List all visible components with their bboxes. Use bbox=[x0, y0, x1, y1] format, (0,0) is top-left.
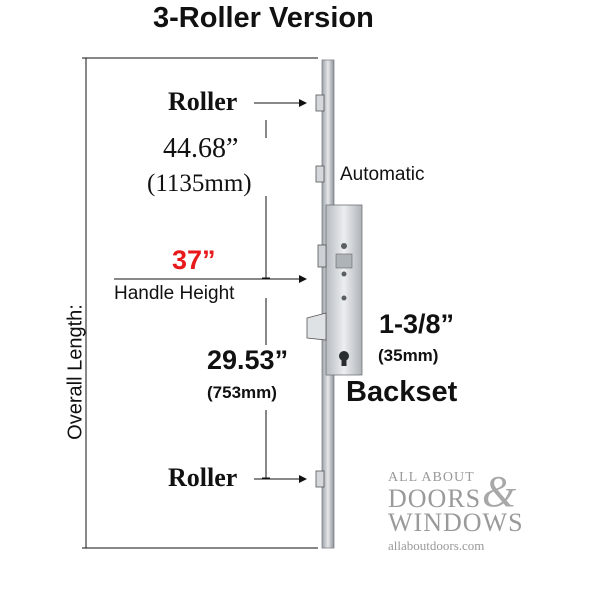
top-dimension-line bbox=[262, 120, 270, 279]
backset-label: Backset bbox=[346, 376, 458, 408]
handle-height-value: 37” bbox=[172, 245, 216, 275]
diagram-title: 3-Roller Version bbox=[153, 2, 374, 34]
gearbox-case bbox=[325, 204, 363, 376]
deadbolt-icon bbox=[306, 312, 327, 341]
backset-mm: (35mm) bbox=[378, 346, 439, 365]
roller-bottom-label: Roller bbox=[168, 463, 238, 492]
top-dimension-mm: (1135mm) bbox=[147, 170, 252, 197]
automatic-latch-icon bbox=[315, 165, 325, 183]
logo-line1: ALL ABOUT bbox=[388, 470, 475, 485]
logo-ampersand: & bbox=[482, 467, 517, 516]
all-about-doors-windows-logo: ALL ABOUT DOORS & WINDOWS allaboutdoors.… bbox=[388, 467, 528, 554]
bottom-dimension-inches: 29.53” bbox=[207, 345, 289, 375]
cylinder-hole-icon bbox=[339, 351, 349, 366]
top-roller-icon bbox=[315, 94, 325, 112]
automatic-label: Automatic bbox=[340, 164, 425, 185]
overall-length-dimension bbox=[82, 57, 318, 549]
backset-inches: 1-3/8” bbox=[379, 309, 455, 339]
lock-faceplate bbox=[306, 59, 363, 549]
roller-top-label: Roller bbox=[168, 87, 238, 116]
bottom-dimension-line bbox=[262, 298, 270, 479]
bottom-dimension-mm: (753mm) bbox=[207, 383, 277, 402]
top-dimension-inches: 44.68” bbox=[163, 133, 239, 164]
logo-url: allaboutdoors.com bbox=[388, 538, 485, 553]
logo-line3: WINDOWS bbox=[388, 508, 524, 537]
bottom-roller-icon bbox=[315, 470, 325, 488]
logo-line2: DOORS bbox=[388, 484, 482, 513]
handle-height-label: Handle Height bbox=[114, 283, 235, 304]
overall-length-label: Overall Length: bbox=[64, 304, 87, 440]
